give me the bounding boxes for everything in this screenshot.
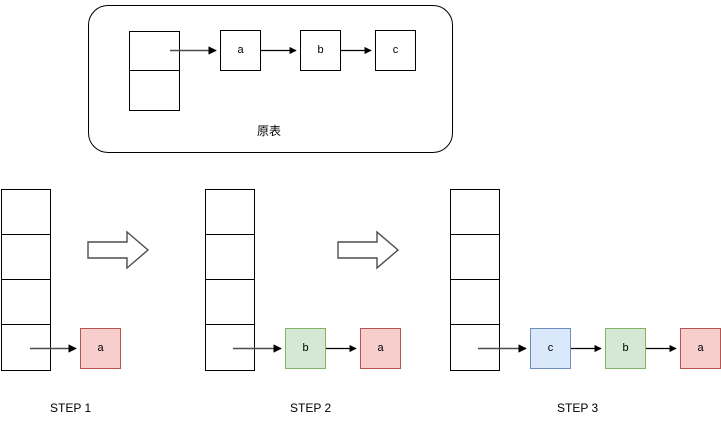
step1-stack-cell-4 xyxy=(1,324,51,371)
step3-stack-cell-1 xyxy=(450,189,500,235)
node-label: a xyxy=(377,342,384,354)
block-arrow-right-icon-1 xyxy=(87,230,150,270)
step3-node-b: b xyxy=(605,328,646,369)
node-label: a xyxy=(237,44,244,56)
step2-caption: STEP 2 xyxy=(290,401,332,415)
step1-stack-cell-3 xyxy=(1,279,51,325)
step1-stack-cell-2 xyxy=(1,234,51,280)
node-label: b xyxy=(317,44,324,56)
original-list-caption: 原表 xyxy=(257,124,282,138)
step1-stack-cell-1 xyxy=(1,189,51,235)
block-arrow-right-icon-2 xyxy=(337,230,400,270)
step1-caption: STEP 1 xyxy=(50,401,92,415)
step3-stack-cell-4 xyxy=(450,324,500,371)
original-node-c: c xyxy=(375,30,416,71)
step3-caption: STEP 3 xyxy=(557,401,599,415)
step2-node-a: a xyxy=(360,328,401,369)
step2-stack-cell-2 xyxy=(205,234,255,280)
node-label: b xyxy=(302,342,309,354)
node-label: a xyxy=(697,342,704,354)
node-label: b xyxy=(622,342,629,354)
step3-node-c: c xyxy=(530,328,571,369)
head-node-bottom-cell xyxy=(129,70,180,111)
original-node-a: a xyxy=(220,30,261,71)
original-node-b: b xyxy=(300,30,341,71)
step2-node-b: b xyxy=(285,328,326,369)
step2-stack-cell-4 xyxy=(205,324,255,371)
step1-node-a: a xyxy=(80,328,121,369)
step3-stack-cell-3 xyxy=(450,279,500,325)
node-label: c xyxy=(392,44,399,56)
node-label: c xyxy=(547,342,554,354)
node-label: a xyxy=(97,342,104,354)
